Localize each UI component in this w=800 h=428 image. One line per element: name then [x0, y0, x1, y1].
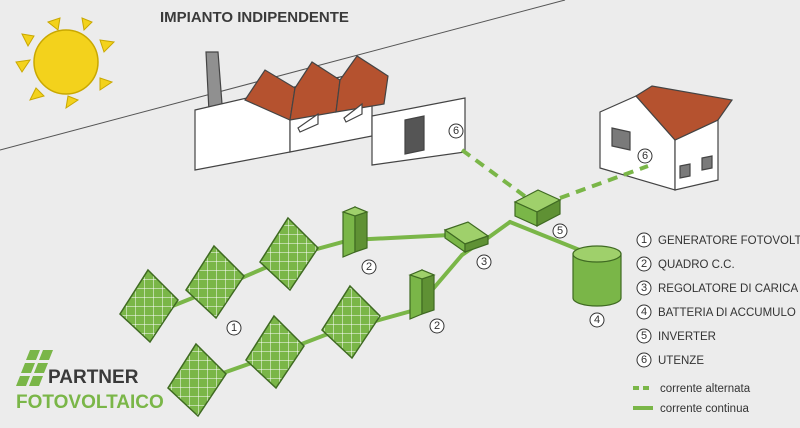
- marker-box-bottom: 2: [429, 318, 445, 334]
- legend-label: BATTERIA DI ACCUMULO: [658, 307, 796, 319]
- pv-panel: [245, 314, 305, 390]
- logo-panel-icon: [16, 350, 53, 386]
- legend-num: 6: [641, 354, 647, 366]
- legend-label: REGOLATORE DI CARICA: [658, 283, 798, 295]
- legend-label: UTENZE: [658, 355, 704, 367]
- legend-num: 3: [641, 282, 647, 294]
- marker-label: 6: [453, 125, 459, 137]
- charge-regulator: [443, 221, 490, 254]
- pv-panel: [185, 244, 245, 320]
- ac-lines: [460, 148, 649, 202]
- marker-label: 3: [481, 256, 487, 268]
- house-building: [599, 85, 734, 191]
- marker-label: 2: [366, 261, 372, 273]
- pv-panel: [167, 342, 227, 418]
- partner-logo: PARTNER FOTOVOLTAICO: [16, 350, 164, 413]
- marker-label: 2: [434, 320, 440, 332]
- marker-battery: 4: [589, 312, 605, 328]
- marker-label: 1: [231, 322, 237, 334]
- marker-box-top: 2: [361, 259, 377, 275]
- pv-panel-group: [119, 216, 381, 418]
- dc-panel-box-bottom: [408, 269, 436, 320]
- battery-cylinder: [572, 245, 622, 307]
- legend-num: 2: [641, 258, 647, 270]
- legend-item: 5 INVERTER: [636, 328, 716, 344]
- dc-panel-box-top: [341, 206, 369, 258]
- marker-label: 5: [557, 225, 563, 237]
- horizon-line: [0, 0, 566, 151]
- marker-inverter: 5: [552, 223, 568, 239]
- legend: 1 GENERATORE FOTOVOLTAICO 2 QUADRO C.C. …: [633, 232, 800, 415]
- legend-ac-label: corrente alternata: [660, 383, 751, 395]
- marker-label: 6: [642, 150, 648, 162]
- pv-panel: [259, 216, 319, 292]
- legend-item: 2 QUADRO C.C.: [636, 256, 735, 272]
- legend-dc-label: corrente continua: [660, 403, 749, 415]
- logo-text-fotovoltaico: FOTOVOLTAICO: [16, 392, 164, 413]
- legend-label: QUADRO C.C.: [658, 259, 735, 271]
- inverter-box: [513, 189, 562, 227]
- pv-panel: [321, 284, 381, 360]
- legend-num: 4: [641, 306, 647, 318]
- marker-factory: 6: [448, 123, 464, 139]
- marker-house: 6: [637, 148, 653, 164]
- factory-building: [194, 51, 466, 171]
- pv-panel: [119, 268, 179, 344]
- legend-ac: corrente alternata: [633, 383, 751, 395]
- sun-icon: [15, 17, 116, 110]
- legend-num: 5: [641, 330, 647, 342]
- diagram-title: IMPIANTO INDIPENDENTE: [160, 9, 349, 26]
- legend-num: 1: [641, 234, 647, 246]
- marker-panels: 1: [226, 320, 242, 336]
- legend-label: GENERATORE FOTOVOLTAICO: [658, 235, 800, 247]
- legend-dc: corrente continua: [633, 403, 749, 415]
- marker-label: 4: [594, 314, 600, 326]
- marker-regulator: 3: [476, 254, 492, 270]
- legend-item: 3 REGOLATORE DI CARICA: [636, 280, 798, 296]
- logo-text-partner: PARTNER: [48, 367, 139, 388]
- legend-item: 4 BATTERIA DI ACCUMULO: [636, 304, 796, 320]
- legend-label: INVERTER: [658, 331, 716, 343]
- legend-item: 6 UTENZE: [636, 352, 704, 368]
- legend-item: 1 GENERATORE FOTOVOLTAICO: [636, 232, 800, 248]
